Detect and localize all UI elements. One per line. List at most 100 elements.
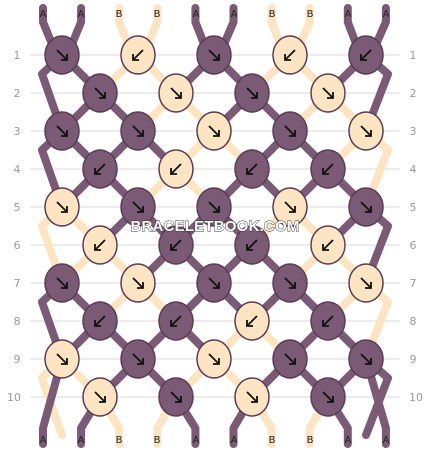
string-color-label: A: [40, 9, 47, 20]
knot: [272, 111, 308, 151]
arrow-down-right-icon: [132, 277, 144, 289]
row-number-label: 8: [14, 315, 21, 328]
knot: [234, 225, 270, 265]
arrow-down-right-icon: [284, 277, 296, 289]
arrow-down-left-icon: [132, 49, 144, 61]
row-number-label: 3: [14, 125, 21, 138]
arrow-down-left-icon: [94, 315, 106, 327]
knot: [44, 263, 80, 303]
arrow-down-left-icon: [246, 239, 258, 251]
knot: [310, 225, 346, 265]
row-number-label: 4: [14, 163, 21, 176]
watermark-text: BRACELETBOOK.COM: [130, 218, 299, 235]
arrow-down-right-icon: [360, 353, 372, 365]
arrow-down-left-icon: [322, 163, 334, 175]
knot: [348, 35, 384, 75]
row-number-label: 10: [7, 391, 21, 404]
arrow-down-right-icon: [284, 353, 296, 365]
top-string-thread: [142, 4, 162, 53]
row-number-label: 5: [14, 201, 21, 214]
knot: [348, 111, 384, 151]
arrow-down-right-icon: [322, 87, 334, 99]
top-string-thread: [39, 4, 58, 53]
knot: [234, 377, 270, 417]
arrow-down-right-icon: [56, 125, 68, 137]
string-color-label: A: [383, 9, 390, 20]
top-string-thread: [218, 4, 238, 53]
arrow-down-left-icon: [246, 315, 258, 327]
knot: [120, 35, 156, 75]
arrow-down-left-icon: [322, 239, 334, 251]
row-number-label: 8: [410, 315, 417, 328]
bottom-string-thread: [39, 355, 66, 448]
string-color-label: A: [231, 435, 238, 446]
string-color-label: A: [193, 435, 200, 446]
string-color-label: A: [78, 435, 85, 446]
string-color-label: A: [345, 435, 352, 446]
string-color-label: B: [269, 9, 276, 20]
top-string-thread: [370, 4, 390, 53]
arrow-down-right-icon: [56, 49, 68, 61]
arrow-down-right-icon: [208, 277, 220, 289]
row-number-label: 10: [409, 391, 423, 404]
string-color-label: A: [193, 9, 200, 20]
knot: [310, 149, 346, 189]
row-number-label: 1: [14, 49, 21, 62]
knot: [44, 339, 80, 379]
arrow-down-right-icon: [94, 391, 106, 403]
knot: [44, 111, 80, 151]
string-color-label: B: [116, 9, 123, 20]
knot: [196, 339, 232, 379]
knot: [158, 149, 194, 189]
row-number-label: 9: [410, 353, 417, 366]
string-color-label: B: [307, 435, 314, 446]
knot: [310, 377, 346, 417]
knot: [196, 35, 232, 75]
knot: [272, 263, 308, 303]
arrow-down-right-icon: [360, 125, 372, 137]
left-row-labels: 1 2 3 4 5 6 7 8 9 10: [7, 49, 21, 404]
knot: [196, 187, 232, 227]
arrow-down-right-icon: [94, 87, 106, 99]
string-color-label: A: [383, 435, 390, 446]
knot: [272, 339, 308, 379]
arrow-down-right-icon: [208, 201, 220, 213]
string-color-label: B: [154, 9, 161, 20]
arrow-down-right-icon: [56, 353, 68, 365]
knot: [234, 149, 270, 189]
arrow-down-left-icon: [170, 239, 182, 251]
arrow-down-left-icon: [360, 49, 372, 61]
knot: [310, 301, 346, 341]
row-number-label: 1: [410, 49, 417, 62]
arrow-down-right-icon: [208, 125, 220, 137]
bottom-string-thread: [362, 355, 390, 448]
row-number-label: 2: [410, 87, 417, 100]
arrow-down-right-icon: [132, 353, 144, 365]
bottom-string-labels: A A B B A A B B A A: [40, 435, 390, 446]
knot: [234, 301, 270, 341]
arrow-down-right-icon: [322, 391, 334, 403]
top-string-thread: [294, 4, 314, 53]
arrow-down-left-icon: [94, 239, 106, 251]
arrow-down-right-icon: [360, 201, 372, 213]
arrow-down-left-icon: [170, 163, 182, 175]
top-string-thread: [115, 4, 134, 53]
knot: [348, 263, 384, 303]
knot: [234, 73, 270, 113]
string-color-label: B: [269, 435, 276, 446]
string-color-label: B: [307, 9, 314, 20]
row-number-label: 5: [410, 201, 417, 214]
arrow-down-left-icon: [170, 315, 182, 327]
row-number-label: 6: [410, 239, 417, 252]
knot: [44, 35, 80, 75]
arrow-down-right-icon: [132, 125, 144, 137]
knot: [196, 263, 232, 303]
row-number-label: 7: [14, 277, 21, 290]
string-color-label: B: [116, 435, 123, 446]
knot: [82, 377, 118, 417]
knot: [158, 301, 194, 341]
arrow-down-right-icon: [132, 201, 144, 213]
arrow-down-right-icon: [284, 201, 296, 213]
arrow-down-right-icon: [246, 391, 258, 403]
